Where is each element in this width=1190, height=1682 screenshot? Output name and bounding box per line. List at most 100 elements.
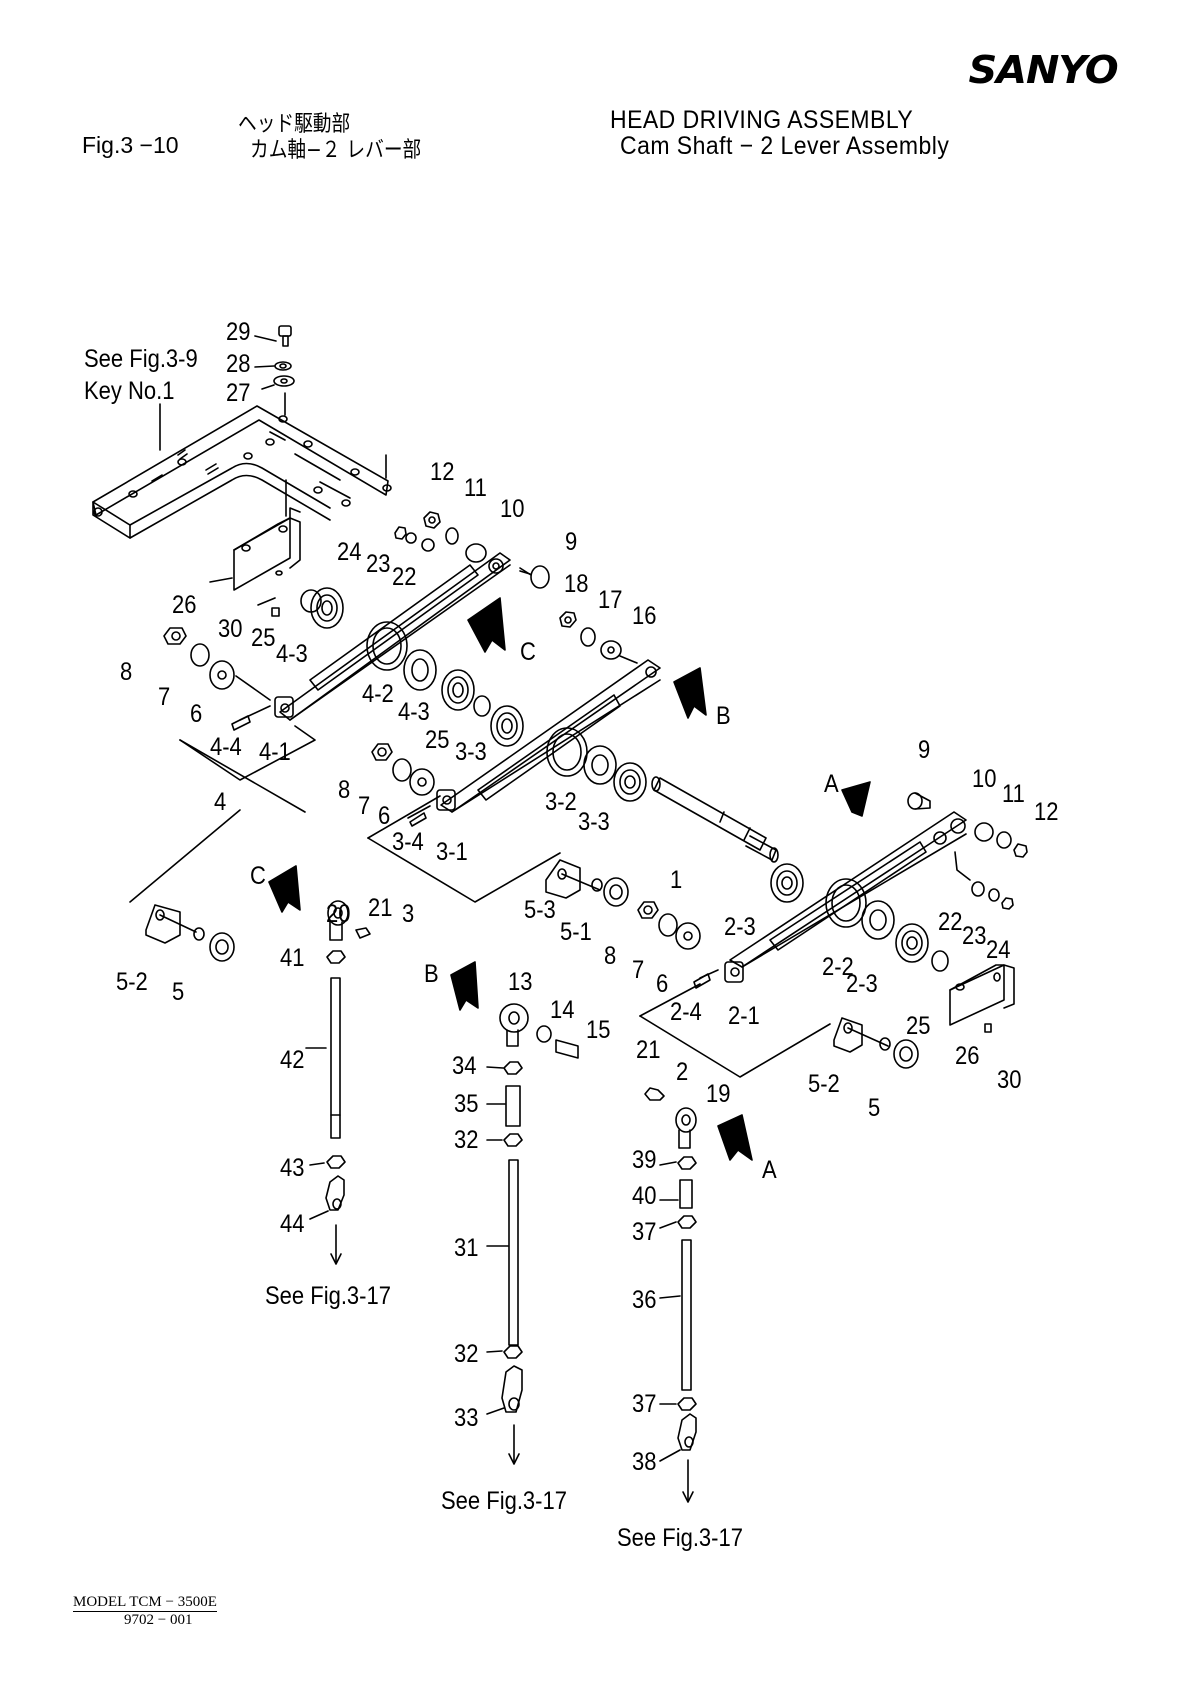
hardware-10-11-12-right xyxy=(974,822,1028,858)
part-label: 3-1 xyxy=(436,838,468,866)
footer-code: 9702 − 001 xyxy=(124,1612,193,1628)
hardware-22-23-24-right xyxy=(954,851,1014,910)
ref-see-fig-3-17-center: See Fig.3-17 xyxy=(441,1487,567,1515)
part-label: 23 xyxy=(962,922,987,950)
part-label: 37 xyxy=(632,1218,657,1246)
part-label: 5-3 xyxy=(524,896,556,924)
part-label: 34 xyxy=(452,1052,477,1080)
part-label: 4-3 xyxy=(276,640,308,668)
part-label: 29 xyxy=(226,318,251,346)
part-label: 5-1 xyxy=(560,918,592,946)
lower-bearings xyxy=(861,900,949,972)
small-hardware-upper xyxy=(394,511,550,589)
part-label: 2-1 xyxy=(728,1002,760,1030)
part-label: 2-2 xyxy=(822,953,854,981)
ref-see-fig-3-17-right: See Fig.3-17 xyxy=(617,1524,743,1552)
part-label: 8 xyxy=(604,942,617,970)
part-label: 44 xyxy=(280,1210,305,1238)
rod-assembly-right xyxy=(644,1087,697,1503)
part-label: 2-4 xyxy=(670,998,702,1026)
part-label: 36 xyxy=(632,1286,657,1314)
middle-bearings xyxy=(583,745,647,802)
part-label: 22 xyxy=(938,908,963,936)
part-label: 26 xyxy=(955,1042,980,1070)
part-label: 11 xyxy=(1002,780,1025,808)
part-label: 3-2 xyxy=(545,788,577,816)
part-label: 11 xyxy=(464,474,487,502)
part-label: 22 xyxy=(392,563,417,591)
part-label: 8 xyxy=(120,658,133,686)
lever-4 xyxy=(231,552,511,731)
part-label: 3 xyxy=(402,900,415,928)
part-label: 23 xyxy=(366,550,391,578)
part-label: 10 xyxy=(972,765,997,793)
part-label: 21 xyxy=(636,1036,661,1064)
title-jp-line2: カム軸−２ レバー部 xyxy=(250,138,422,163)
title-jp-line1: ヘッド駆動部 xyxy=(238,112,351,137)
part-label: 24 xyxy=(986,936,1011,964)
part-label: 13 xyxy=(508,968,533,996)
part-label: 3-4 xyxy=(392,828,424,856)
part-label: 18 xyxy=(564,570,589,598)
view-label-a-right: A xyxy=(824,770,839,798)
part-label: 28 xyxy=(226,350,251,378)
part-label: 4-3 xyxy=(398,698,430,726)
part-label: 4-2 xyxy=(362,680,394,708)
part-label: 20 xyxy=(326,900,351,928)
top-screw-group xyxy=(254,325,295,390)
ref-key-no-1: Key No.1 xyxy=(84,377,175,405)
nut-washer-set-lower xyxy=(637,901,701,950)
part-label: 4-4 xyxy=(210,733,242,761)
part-label: 1 xyxy=(670,866,683,894)
part-label: 3-3 xyxy=(455,738,487,766)
view-arrow-c-upper xyxy=(467,597,506,653)
part-label: 5-2 xyxy=(808,1070,840,1098)
view-label-b-lower: B xyxy=(424,960,439,988)
part-label: 2-3 xyxy=(846,970,878,998)
part-label: 26 xyxy=(172,591,197,619)
part-label: 4 xyxy=(214,788,227,816)
view-label-c-upper: C xyxy=(520,638,536,666)
nut-washer-set-upper xyxy=(163,627,271,701)
rod-assembly-center xyxy=(486,1003,579,1465)
bracket-5-2-left xyxy=(145,904,235,962)
part-label: 5-2 xyxy=(116,968,148,996)
part-label: 25 xyxy=(251,624,276,652)
part-label: 15 xyxy=(586,1016,611,1044)
bearing-shaft-end xyxy=(770,863,804,903)
title-en-line1: HEAD DRIVING ASSEMBLY xyxy=(610,106,914,134)
view-arrow-b-lower xyxy=(450,961,479,1011)
part-label: 32 xyxy=(454,1126,479,1154)
hardware-18-17-16 xyxy=(559,611,638,664)
part-label: 5 xyxy=(868,1094,881,1122)
part-label: 38 xyxy=(632,1448,657,1476)
pin-9-right xyxy=(907,792,931,810)
part-label: 32 xyxy=(454,1340,479,1368)
lever-3 xyxy=(407,659,661,827)
title-en-line2: Cam Shaft − 2 Lever Assembly xyxy=(620,132,950,160)
bracket-5-3 xyxy=(545,859,629,907)
part-label: 35 xyxy=(454,1090,479,1118)
block-26-left xyxy=(209,479,301,617)
part-label: 17 xyxy=(598,586,623,614)
view-arrows xyxy=(268,597,871,1161)
ref-see-fig-3-17-left: See Fig.3-17 xyxy=(265,1282,391,1310)
part-label: 40 xyxy=(632,1182,657,1210)
rod-assembly-left xyxy=(305,900,371,1265)
part-label: 39 xyxy=(632,1146,657,1174)
part-label: 12 xyxy=(430,458,455,486)
part-label: 30 xyxy=(218,615,243,643)
part-label: 14 xyxy=(550,996,575,1024)
part-label: 33 xyxy=(454,1404,479,1432)
part-label: 8 xyxy=(338,776,351,804)
bracket-5-2-right xyxy=(833,1017,919,1069)
view-label-c-lower: C xyxy=(250,862,266,890)
part-label: 21 xyxy=(368,894,393,922)
block-26-right xyxy=(949,964,1015,1033)
part-label: 31 xyxy=(454,1234,479,1262)
part-label: 7 xyxy=(358,792,371,820)
part-label: 2-3 xyxy=(724,913,756,941)
upper-bearings xyxy=(300,587,524,747)
part-label: 5 xyxy=(172,978,185,1006)
ref-see-fig-3-9: See Fig.3-9 xyxy=(84,345,198,373)
